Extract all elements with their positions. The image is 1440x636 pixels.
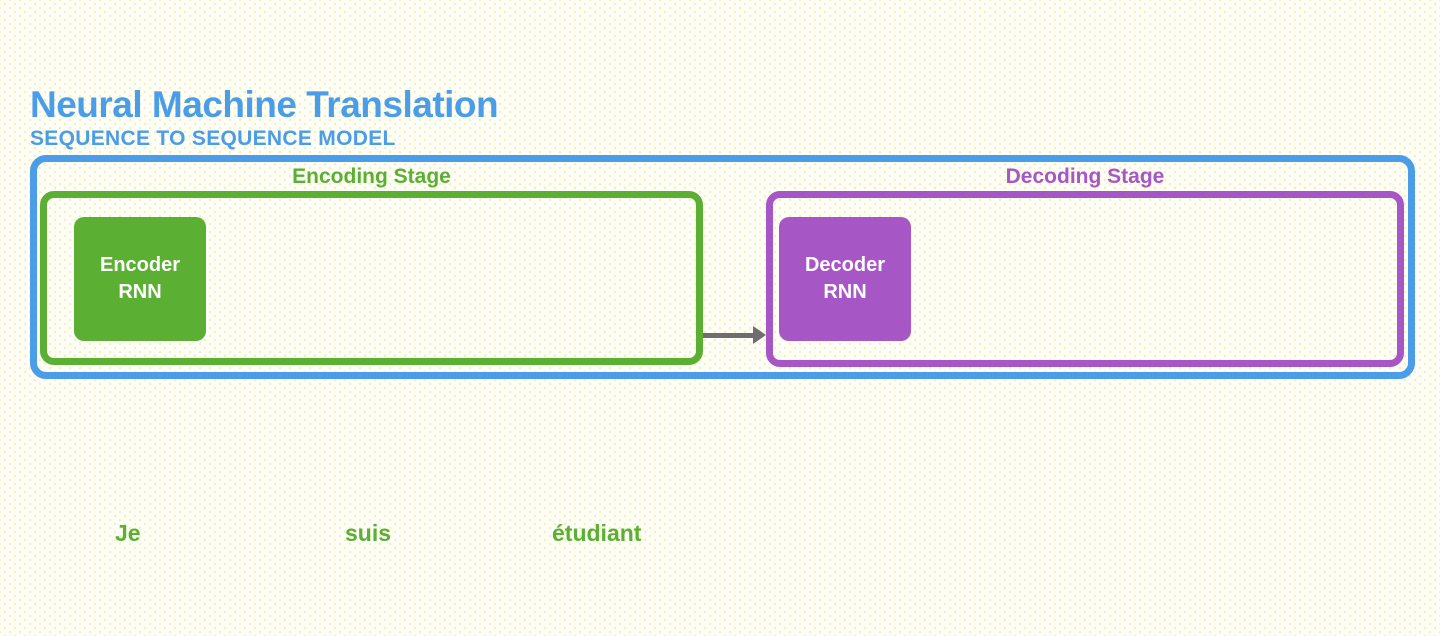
page-title: Neural Machine Translation [30,84,499,125]
encoder-rnn-label-line2: RNN [118,281,162,303]
encoder-rnn-label-line1: Encoder [99,254,181,276]
encoding-stage-label: Encoding Stage [292,165,451,188]
input-word-etudiant: étudiant [552,520,642,546]
decoding-stage-box [766,191,1404,367]
decoder-rnn-block: Decoder RNN [779,217,911,341]
decoding-stage-label: Decoding Stage [1005,165,1165,188]
input-word-suis: suis [345,520,392,546]
encoding-stage-box [40,191,703,365]
encoder-rnn-block: Encoder RNN [74,217,206,341]
page-subtitle: SEQUENCE TO SEQUENCE MODEL [30,127,396,150]
input-word-je: Je [115,520,141,546]
encoder-to-decoder-arrow-head-icon [753,326,766,344]
model-outer-container [30,155,1415,379]
encoder-to-decoder-arrow-shaft [703,333,754,338]
decoder-rnn-label-line2: RNN [823,281,867,303]
decoder-rnn-label-line1: Decoder [804,254,886,276]
